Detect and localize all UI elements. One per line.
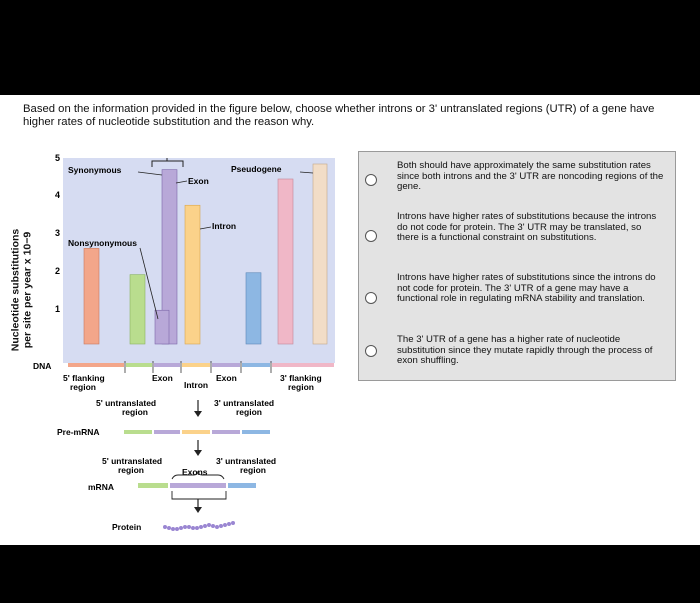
pre-mrna-exon-2 xyxy=(212,430,240,434)
substitution-figure: Nucleotide substitutions per site per ye… xyxy=(0,95,350,545)
choice-1[interactable]: Both should have approximately the same … xyxy=(359,154,675,208)
exon-bracket xyxy=(151,158,184,167)
protein-label: Protein xyxy=(112,522,141,532)
dna-3-flanking-label: 3' flanking xyxy=(280,373,322,383)
label-nonsynonymous: Nonsynonymous xyxy=(68,238,137,248)
choice-4-text: The 3' UTR of a gene has a higher rate o… xyxy=(397,334,653,367)
pre-mrna-exon-1 xyxy=(154,430,180,434)
dna-3-utr xyxy=(242,363,270,367)
y-tick-4: 4 xyxy=(55,190,60,200)
question-text: Based on the information provided in the… xyxy=(23,103,655,128)
label-pseudogene: Pseudogene xyxy=(231,164,282,174)
dna-5-flanking xyxy=(68,363,124,367)
mrna-5-utr-label: 5' untranslated xyxy=(102,456,162,466)
bar-pseudogene xyxy=(312,163,328,345)
dna-3-flanking-label-2: region xyxy=(288,382,314,392)
y-tick-3: 3 xyxy=(55,228,60,238)
dna-intron-label: Intron xyxy=(184,380,208,390)
label-intron: Intron xyxy=(212,221,236,231)
bar-5-flanking xyxy=(83,248,100,345)
y-tick-2: 2 xyxy=(55,266,60,276)
choice-2-text: Introns have higher rates of substitutio… xyxy=(397,211,657,244)
bar-intron xyxy=(184,204,201,345)
bar-exon-nonsynonymous xyxy=(154,309,170,345)
mrna-exons-label: Exons xyxy=(182,467,208,477)
label-synonymous: Synonymous xyxy=(68,165,122,175)
mrna-3-utr xyxy=(228,483,256,488)
choice-3[interactable]: Introns have higher rates of substitutio… xyxy=(359,266,675,320)
quiz-panel: Based on the information provided in the… xyxy=(0,95,700,545)
answer-choices: Both should have approximately the same … xyxy=(358,151,676,381)
radio-button-2[interactable] xyxy=(365,230,377,242)
choice-3-text: Introns have higher rates of substitutio… xyxy=(397,272,656,305)
dna-3-utr-label: 3' untranslated xyxy=(214,398,274,408)
dna-intron xyxy=(182,363,210,367)
dna-exon-label-1: Exon xyxy=(152,373,173,383)
mrna-5-utr-label-2: region xyxy=(118,465,144,475)
dna-5-utr-label: 5' untranslated xyxy=(96,398,156,408)
chart-svg: 5 4 3 2 1 Synonymous Exon Pseudogene Int… xyxy=(33,153,335,532)
pre-mrna-label: Pre-mRNA xyxy=(57,427,100,437)
radio-button-3[interactable] xyxy=(365,292,377,304)
choice-1-text: Both should have approximately the same … xyxy=(397,160,664,193)
mrna-3-utr-label: 3' untranslated xyxy=(216,456,276,466)
bar-3-flanking xyxy=(277,178,294,345)
dna-exon-1 xyxy=(154,363,180,367)
pre-mrna-5-utr xyxy=(124,430,152,434)
dna-exon-2 xyxy=(212,363,240,367)
dna-5-utr-label-2: region xyxy=(122,407,148,417)
bar-3-utr xyxy=(245,272,262,345)
pre-mrna-intron xyxy=(182,430,210,434)
choice-2[interactable]: Introns have higher rates of substitutio… xyxy=(359,205,675,259)
label-exon: Exon xyxy=(188,176,209,186)
protein-chain xyxy=(163,521,235,531)
mrna-exons xyxy=(170,483,226,488)
dna-5-flanking-label-2: region xyxy=(70,382,96,392)
dna-5-flanking-label: 5' flanking xyxy=(63,373,105,383)
mrna-3-utr-label-2: region xyxy=(240,465,266,475)
y-tick-5: 5 xyxy=(55,153,60,163)
dna-label: DNA xyxy=(33,361,51,371)
bar-5-utr xyxy=(129,274,146,345)
dna-5-utr xyxy=(126,363,152,367)
dna-exon-label-2: Exon xyxy=(216,373,237,383)
translation-bracket xyxy=(171,491,227,500)
mrna-label: mRNA xyxy=(88,482,114,492)
radio-button-1[interactable] xyxy=(365,174,377,186)
y-tick-1: 1 xyxy=(55,304,60,314)
mrna-5-utr xyxy=(138,483,168,488)
choice-4[interactable]: The 3' UTR of a gene has a higher rate o… xyxy=(359,328,675,382)
dna-3-flanking xyxy=(272,363,334,367)
exons-brace xyxy=(171,470,225,480)
pre-mrna-3-utr xyxy=(242,430,270,434)
radio-button-4[interactable] xyxy=(365,345,377,357)
bar-exon-synonymous xyxy=(161,169,178,345)
dna-3-utr-label-2: region xyxy=(236,407,262,417)
